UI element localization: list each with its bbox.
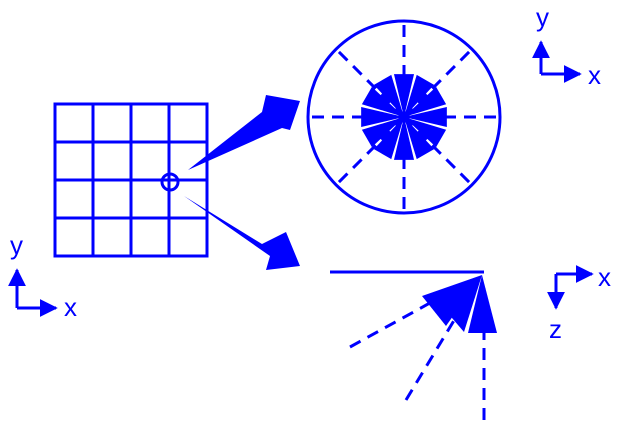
radial-dash-line bbox=[335, 115, 406, 186]
radial-dash-line bbox=[335, 48, 406, 119]
circle-marker-icon bbox=[160, 172, 180, 192]
direction-wedge bbox=[373, 74, 404, 117]
arrow-to-side-view bbox=[184, 196, 300, 270]
axis-label-x: x bbox=[64, 292, 77, 322]
axis-indicator-top-right: y x bbox=[532, 2, 601, 90]
direction-wedge bbox=[404, 117, 435, 160]
direction-wedge bbox=[361, 86, 404, 117]
direction-wedge bbox=[373, 117, 404, 160]
radial-dash-line bbox=[402, 115, 473, 186]
arrow-to-top-view bbox=[188, 95, 300, 170]
circular-view-icon bbox=[306, 19, 502, 215]
axis-label-x: x bbox=[598, 262, 611, 292]
direction-wedge bbox=[404, 106, 447, 128]
axis-indicator-left: y x bbox=[7, 230, 77, 322]
direction-wedge bbox=[404, 86, 447, 117]
side-view-icon bbox=[330, 270, 497, 420]
direction-wedge bbox=[404, 117, 447, 148]
radial-dash-line bbox=[402, 48, 473, 119]
axis-label-y: y bbox=[10, 230, 23, 260]
direction-wedge bbox=[393, 117, 415, 160]
direction-wedge bbox=[393, 74, 415, 117]
direction-wedge bbox=[361, 106, 404, 128]
axis-indicator-bottom-right: x z bbox=[547, 262, 611, 344]
direction-wedge bbox=[404, 74, 435, 117]
direction-wedge bbox=[361, 117, 404, 148]
axis-label-y: y bbox=[536, 2, 549, 32]
axis-label-x: x bbox=[588, 60, 601, 90]
axis-label-z: z bbox=[549, 314, 562, 344]
grid-icon bbox=[53, 102, 209, 258]
